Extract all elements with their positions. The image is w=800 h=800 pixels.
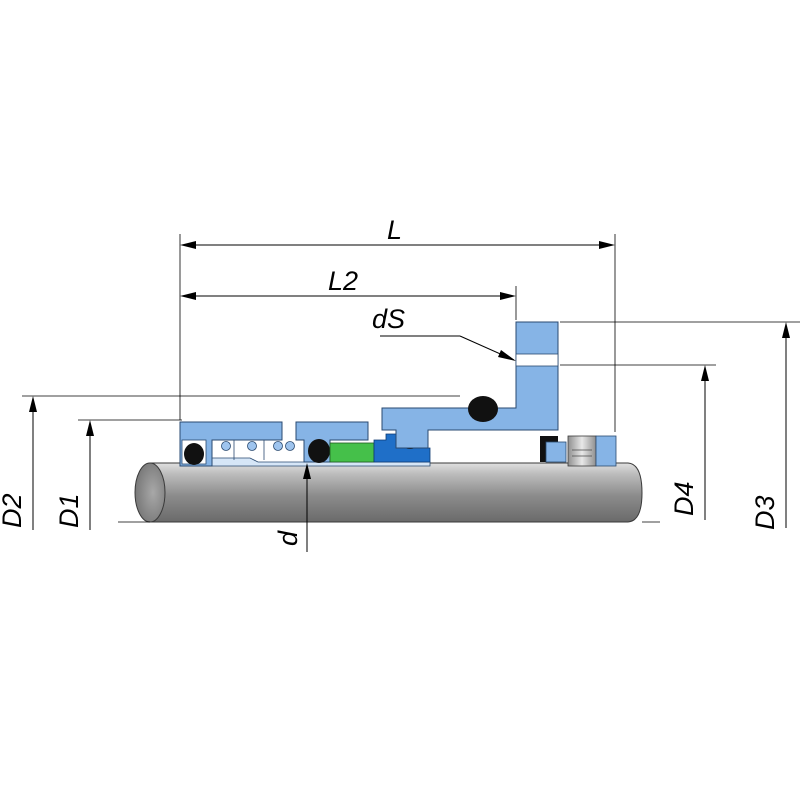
label-L2: L2 xyxy=(328,266,358,296)
label-D1: D1 xyxy=(54,493,84,528)
label-d: d xyxy=(273,530,303,546)
dimension-dS: dS xyxy=(372,304,516,361)
shaft-end-face xyxy=(134,462,166,523)
gland-slot xyxy=(515,353,559,367)
retaining-collar xyxy=(540,435,617,467)
shaft-body xyxy=(149,462,643,523)
dimension-D4: D4 xyxy=(560,364,716,520)
label-D4: D4 xyxy=(669,481,699,516)
dimension-D2: D2 xyxy=(0,395,460,530)
gland-oring xyxy=(468,396,498,422)
label-D3: D3 xyxy=(750,495,780,530)
face-holder-oring xyxy=(308,439,330,463)
dimension-L: L xyxy=(180,215,615,249)
label-L: L xyxy=(387,215,402,245)
set-screw xyxy=(567,435,597,467)
housing-oring xyxy=(184,443,204,465)
seal-assembly xyxy=(179,321,617,467)
dimension-D3: D3 xyxy=(560,321,800,530)
label-dS: dS xyxy=(372,304,405,334)
label-D2: D2 xyxy=(0,493,27,528)
shaft xyxy=(118,462,643,523)
rotating-face xyxy=(329,442,375,463)
dimension-L2: L2 xyxy=(180,266,516,300)
dimension-d: d xyxy=(273,463,311,552)
dimension-lines: L L2 dS D2 D1 xyxy=(0,215,800,552)
springs xyxy=(221,440,295,460)
dimension-D1: D1 xyxy=(54,419,182,530)
gland xyxy=(381,321,559,449)
